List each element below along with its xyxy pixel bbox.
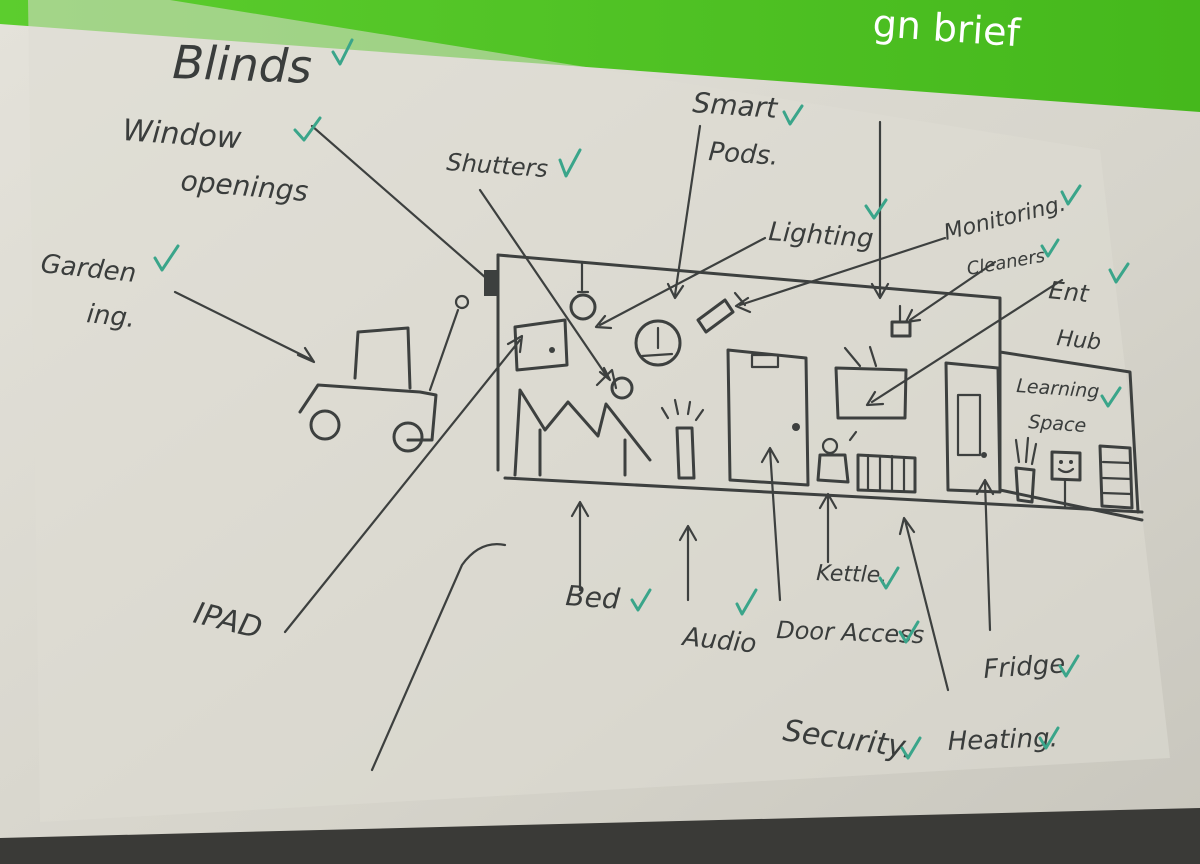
label-bed: Bed	[565, 579, 622, 616]
window-switch-box	[484, 270, 498, 296]
bookcase-sketch-icon	[1098, 444, 1134, 510]
window-sketch-icon	[513, 318, 569, 372]
bulb-sketch-icon	[569, 260, 597, 321]
bed-sketch-icon	[513, 388, 652, 477]
label-smart-line1: Smart	[692, 86, 780, 125]
smiley-screen-icon	[1050, 450, 1082, 508]
label-fridge: Fridge	[982, 649, 1066, 685]
clock-sketch-icon	[634, 319, 682, 367]
checkmark-icon	[153, 38, 1130, 760]
label-garden-line2: ing.	[85, 299, 136, 334]
tv-sketch-icon	[834, 345, 908, 420]
radiator-sketch-icon	[856, 453, 917, 494]
label-smart-line2: Pods.	[708, 137, 780, 172]
label-kettle: Kettle.	[816, 561, 888, 588]
tractor-sketch-icon	[298, 294, 470, 453]
leader-lines	[173, 120, 1064, 772]
label-window-line1: Window	[121, 113, 243, 156]
label-door-access: Door Access	[776, 616, 925, 649]
label-blinds: Blinds	[172, 35, 313, 94]
room-floor-shadow	[0, 808, 1200, 864]
cleaner-sketch-icon	[890, 304, 912, 338]
plant-sketch-icon	[1014, 436, 1038, 504]
speaker-sketch-icon	[660, 398, 705, 480]
label-lighting: Lighting	[768, 217, 875, 254]
fridge-door-sketch-icon	[944, 361, 1002, 494]
label-ent-line2: Hub	[1055, 326, 1102, 356]
shutter-device-icon	[595, 368, 634, 400]
door-sketch-icon	[726, 348, 810, 487]
label-learning-line2: Space	[1028, 411, 1087, 437]
sketch-photo-frame	[28, 0, 1170, 822]
banner-title: gn brief	[871, 1, 1023, 55]
label-ent-line1: Ent	[1047, 276, 1091, 308]
kettle-sketch-icon	[816, 430, 858, 484]
